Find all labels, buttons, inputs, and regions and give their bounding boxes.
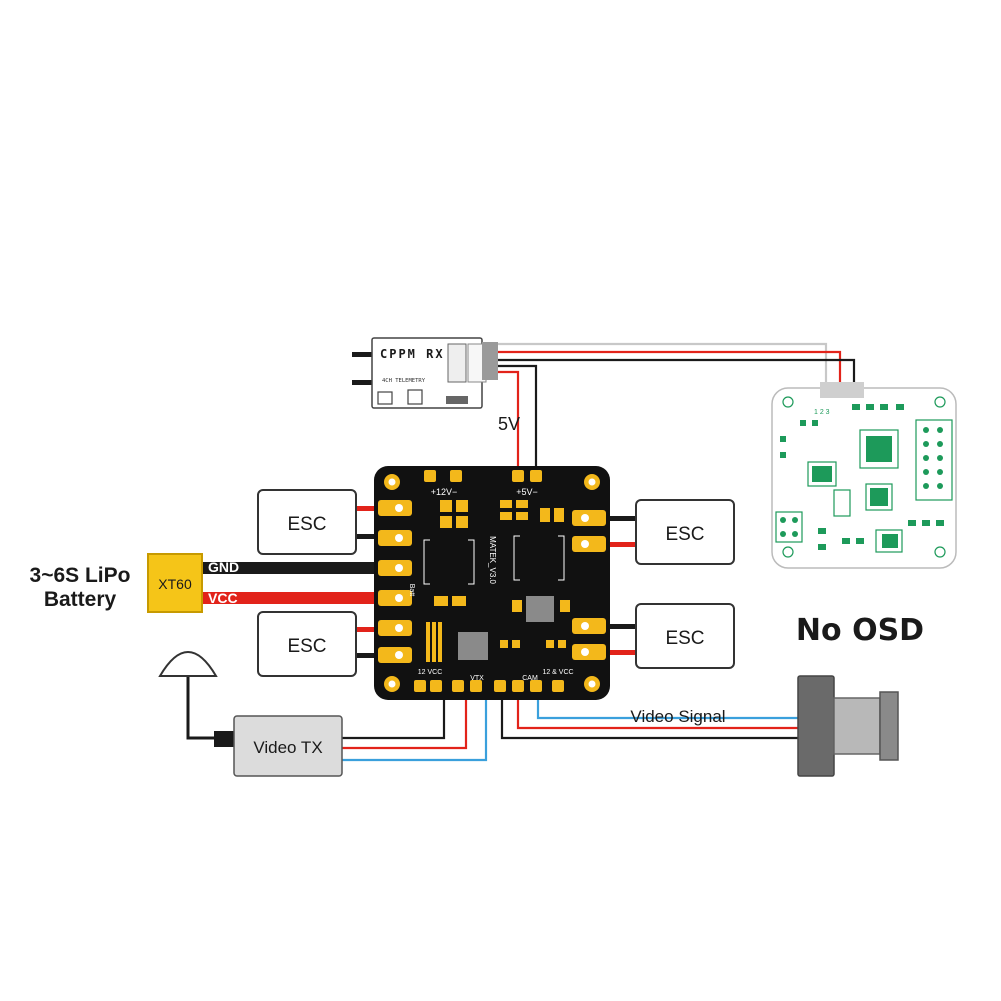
pdb-model-label: MATEK_V3.0 — [488, 536, 497, 584]
video-transmitter: Video TX — [158, 651, 343, 777]
vcc-label: VCC — [208, 590, 238, 606]
pdb-bottom-pads — [414, 680, 564, 692]
video-signal-label: Video Signal — [630, 707, 725, 726]
pdb-label-12vcc-left: 12 VCC — [418, 669, 443, 676]
esc-label: ESC — [665, 628, 704, 649]
battery-label-line1: 3~6S LiPo — [30, 564, 131, 587]
antenna-cable — [186, 676, 216, 740]
gnd-label: GND — [208, 559, 239, 575]
battery-label-line2: Battery — [44, 588, 117, 611]
xt60-connector — [147, 553, 203, 613]
xt60-label: XT60 — [158, 576, 192, 592]
vtx-antenna-connector — [214, 731, 236, 747]
battery-gnd-wire — [200, 562, 400, 574]
pdb-label-vtx: VTX — [470, 675, 484, 682]
pdb-label-cam: CAM — [522, 675, 538, 682]
esc-bottom-left: ESC — [257, 611, 357, 677]
receiver-voltage-label: 5V — [498, 414, 520, 434]
pdb-label-12v: +12V− — [431, 487, 458, 497]
esc-label: ESC — [665, 524, 704, 545]
receiver-to-fc-wires — [498, 342, 856, 390]
fc-pin-labels: 1 2 3 — [814, 409, 830, 416]
battery: 3~6S LiPo Battery XT60 GND VCC — [30, 553, 239, 613]
pdb-batt-label: Batt — [408, 584, 415, 597]
cppm-receiver: CPPM RX 4CH TELEMETRY 5V — [352, 337, 520, 434]
esc-bottom-right-wires — [598, 624, 638, 655]
fc-components — [780, 404, 944, 550]
esc-label: ESC — [287, 636, 326, 657]
receiver-plug — [482, 342, 498, 380]
vtx-wires — [342, 690, 488, 762]
fpv-camera: Video Signal — [630, 675, 899, 777]
esc-top-left: ESC — [257, 489, 357, 555]
power-distribution-board: +12V− +5V− MATEK_V3.0 Batt — [374, 466, 610, 700]
fc-header-pins — [780, 427, 943, 537]
pdb-filter-chip — [458, 632, 488, 660]
battery-vcc-wire — [200, 592, 400, 604]
flight-controller: 1 2 3 — [771, 382, 957, 648]
esc-top-right-wires — [598, 516, 638, 547]
pdb-top-pads — [424, 470, 542, 482]
camera-body — [797, 675, 835, 777]
receiver-title: CPPM RX — [380, 347, 445, 361]
receiver-power-wires — [498, 364, 538, 486]
video-tx-label: Video TX — [253, 738, 322, 757]
no-osd-label: No OSD — [796, 613, 924, 648]
antenna-dome — [158, 651, 218, 677]
fc-connector — [820, 382, 864, 398]
pdb-label-12vcc-right: 12 & VCC — [542, 669, 573, 676]
receiver-pin-header — [447, 343, 467, 383]
receiver-antenna-top — [352, 352, 372, 357]
wires — [186, 342, 856, 762]
receiver-antenna-bottom — [352, 380, 372, 385]
pdb-regulator-chip — [526, 596, 554, 622]
esc-top-right: ESC — [635, 499, 735, 565]
pdb-silkscreen — [423, 535, 565, 585]
esc-label: ESC — [287, 514, 326, 535]
esc-bottom-right: ESC — [635, 603, 735, 669]
pdb-components — [426, 500, 570, 662]
camera-lens-barrel — [833, 697, 881, 755]
receiver-subtitle: 4CH TELEMETRY — [382, 378, 426, 384]
pdb-label-5v: +5V− — [516, 487, 538, 497]
fc-pads — [775, 396, 953, 558]
camera-lens — [879, 691, 899, 761]
